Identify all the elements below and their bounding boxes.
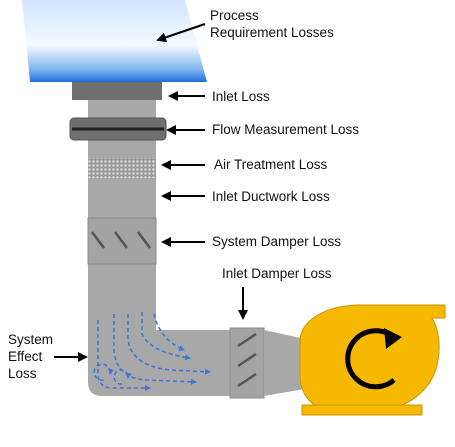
label-system-damper-loss: System Damper Loss — [212, 234, 342, 249]
callout-arrows — [54, 23, 248, 362]
label-process-line1: Process — [210, 8, 259, 23]
circular-arrow-icon — [345, 328, 396, 390]
label-inlet-ductwork-loss: Inlet Ductwork Loss — [212, 189, 330, 204]
label-system-effect-line2: Effect — [8, 349, 43, 364]
label-system-effect-line3: Loss — [8, 366, 37, 381]
inlet-flange — [72, 82, 162, 100]
label-flow-measurement-loss: Flow Measurement Loss — [212, 122, 360, 137]
air-treatment-filter — [88, 158, 156, 178]
label-inlet-damper-loss: Inlet Damper Loss — [222, 266, 332, 281]
fan-transition — [264, 330, 310, 396]
label-process-requirement: Process Requirement Losses — [210, 7, 334, 41]
duct-elbow — [88, 320, 230, 396]
label-process-line2: Requirement Losses — [210, 25, 334, 40]
label-system-effect-loss: System Effect Loss — [8, 331, 53, 382]
inlet-damper-blades — [237, 332, 257, 388]
arrow-process — [156, 23, 206, 43]
label-system-effect-line1: System — [8, 332, 54, 347]
diagonal-blade-icon — [91, 231, 151, 249]
label-air-treatment-loss: Air Treatment Loss — [214, 157, 328, 172]
fan — [299, 304, 446, 416]
process-hood — [22, 0, 207, 82]
label-inlet-loss: Inlet Loss — [212, 89, 270, 104]
airflow-arrows — [93, 312, 211, 391]
